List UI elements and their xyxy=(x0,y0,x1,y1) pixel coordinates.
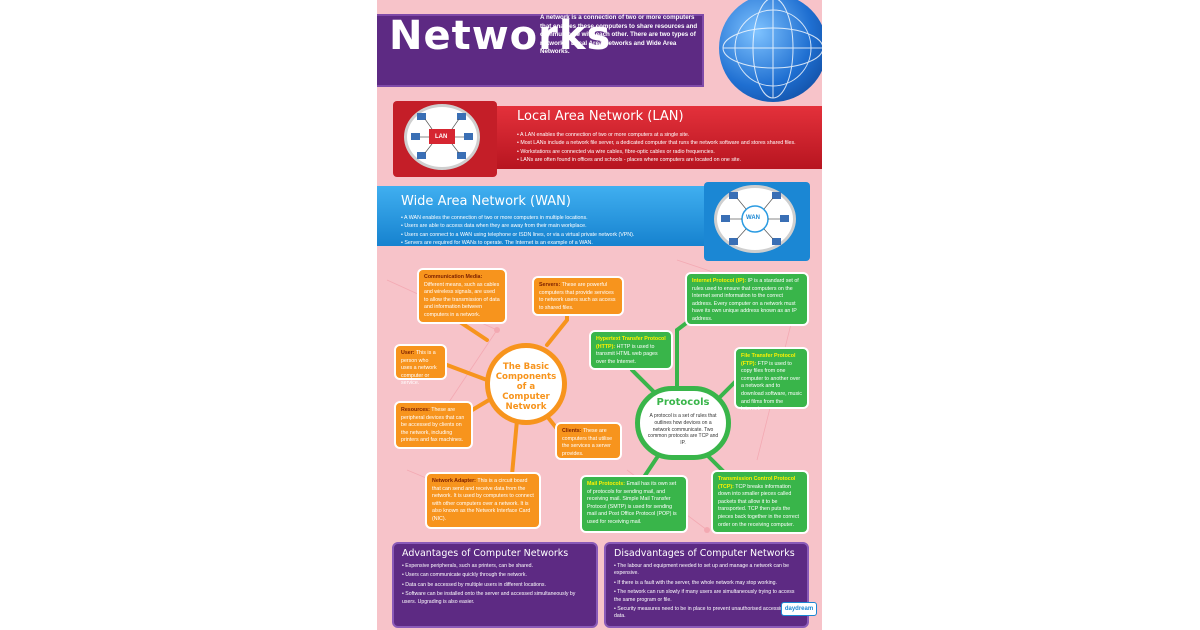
component-clients: Clients: These are computers that utilis… xyxy=(555,422,622,460)
protocol-text: IP is a standard set of rules used to en… xyxy=(692,278,799,322)
advantage-item: Expensive peripherals, such as printers,… xyxy=(402,563,588,570)
protocol-text: TCP breaks information down into smaller… xyxy=(718,483,799,528)
wan-bullet-list: A WAN enables the connection of two or m… xyxy=(401,214,701,247)
protocol-text: Email has its own set of protocols for s… xyxy=(587,481,677,525)
protocol-term: Transmission Control Protocol (TCP): xyxy=(718,476,796,490)
component-text: This is a person who uses a network comp… xyxy=(401,350,437,387)
advantages-title: Advantages of Computer Networks xyxy=(402,548,569,559)
component-term: Clients: xyxy=(562,428,582,434)
poster-title: Networks xyxy=(389,13,612,59)
daydream-logo: daydream xyxy=(781,602,817,616)
advantage-item: Data can be accessed by multiple users i… xyxy=(402,582,588,589)
component-term: Communication Media: xyxy=(424,274,483,280)
protocol-http: Hypertext Transfer Protocol (HTTP): HTTP… xyxy=(589,330,673,370)
protocol-text: FTP is used to copy files from one compu… xyxy=(741,360,802,413)
components-center-circle: The Basic Components of a Computer Netwo… xyxy=(485,343,567,425)
wan-diagram-icon: WAN xyxy=(714,185,796,253)
component-text: These are peripheral devices that can be… xyxy=(401,407,465,444)
protocol-mail: Mail Protocols: Email has its own set of… xyxy=(580,475,688,533)
globe-icon xyxy=(719,0,822,102)
disadvantages-panel: Disadvantages of Computer Networks The l… xyxy=(604,542,809,628)
components-center-title: The Basic Components of a Computer Netwo… xyxy=(495,362,557,412)
advantages-list: Expensive peripherals, such as printers,… xyxy=(402,563,588,606)
disadvantages-list: The labour and equipment needed to set u… xyxy=(614,563,799,621)
component-servers: Servers: These are powerful computers th… xyxy=(532,276,624,316)
disadvantage-item: Security measures need to be in place to… xyxy=(614,606,799,621)
intro-text: A network is a connection of two or more… xyxy=(540,14,698,56)
advantage-item: Software can be installed onto the serve… xyxy=(402,591,588,606)
wan-bullet: Users can connect to a WAN using telepho… xyxy=(401,231,701,239)
advantage-item: Users can communicate quickly through th… xyxy=(402,572,588,579)
wan-bullet: A WAN enables the connection of two or m… xyxy=(401,214,701,222)
protocols-center-text: A protocol is a set of rules that outlin… xyxy=(647,413,719,447)
wan-bullet: Users are able to access data when they … xyxy=(401,222,701,230)
component-text: This is a circuit board that can send an… xyxy=(432,478,534,522)
component-text: These are computers that utilise the ser… xyxy=(562,428,613,457)
protocol-term: File Transfer Protocol (FTP): xyxy=(741,353,796,367)
poster: Networks A network is a connection of tw… xyxy=(377,0,822,630)
protocol-text: HTTP is used to transmit HTML web pages … xyxy=(596,343,658,365)
disadvantage-item: The network can run slowly if many users… xyxy=(614,589,799,604)
component-term: User: xyxy=(401,350,415,356)
disadvantages-title: Disadvantages of Computer Networks xyxy=(614,548,795,559)
lan-bullet-list: A LAN enables the connection of two or m… xyxy=(517,131,817,164)
wan-bullet: Servers are required for WANs to operate… xyxy=(401,239,701,247)
protocol-term: Internet Protocol (IP): xyxy=(692,278,747,284)
component-term: Resources: xyxy=(401,407,430,413)
protocol-term: Hypertext Transfer Protocol (HTTP): xyxy=(596,336,666,350)
title-panel xyxy=(377,14,704,87)
lan-diagram-icon: LAN xyxy=(404,104,480,170)
wan-icon-label: WAN xyxy=(746,215,760,221)
advantages-panel: Advantages of Computer Networks Expensiv… xyxy=(392,542,598,628)
protocol-term: Mail Protocols: xyxy=(587,481,625,487)
component-term: Network Adapter: xyxy=(432,478,476,484)
disadvantage-item: The labour and equipment needed to set u… xyxy=(614,563,799,578)
wan-title: Wide Area Network (WAN) xyxy=(401,194,571,209)
lan-title: Local Area Network (LAN) xyxy=(517,109,684,124)
component-term: Servers: xyxy=(539,282,561,288)
protocol-ip: Internet Protocol (IP): IP is a standard… xyxy=(685,272,809,326)
protocols-center-title: Protocols xyxy=(656,397,710,408)
component-network-adapter: Network Adapter: This is a circuit board… xyxy=(425,472,541,529)
lan-bullet: A LAN enables the connection of two or m… xyxy=(517,131,817,139)
component-user: User: This is a person who uses a networ… xyxy=(394,344,447,386)
lan-bullet: Workstations are connected via wire cabl… xyxy=(517,148,817,156)
component-text: Different means, such as cables and wire… xyxy=(424,281,500,318)
component-resources: Resources: These are peripheral devices … xyxy=(394,401,473,449)
component-communication-media: Communication Media: Different means, su… xyxy=(417,268,507,324)
lan-bullet: LANs are often found in offices and scho… xyxy=(517,156,817,164)
protocol-ftp: File Transfer Protocol (FTP): FTP is use… xyxy=(734,347,809,412)
lan-icon-label: LAN xyxy=(435,134,448,140)
component-text: These are powerful computers that provid… xyxy=(539,282,616,311)
protocol-tcp: Transmission Control Protocol (TCP): TCP… xyxy=(711,470,809,534)
disadvantage-item: If there is a fault with the server, the… xyxy=(614,580,799,587)
lan-bullet: Most LANs include a network file server,… xyxy=(517,139,817,147)
protocols-center-circle: Protocols A protocol is a set of rules t… xyxy=(635,386,731,460)
